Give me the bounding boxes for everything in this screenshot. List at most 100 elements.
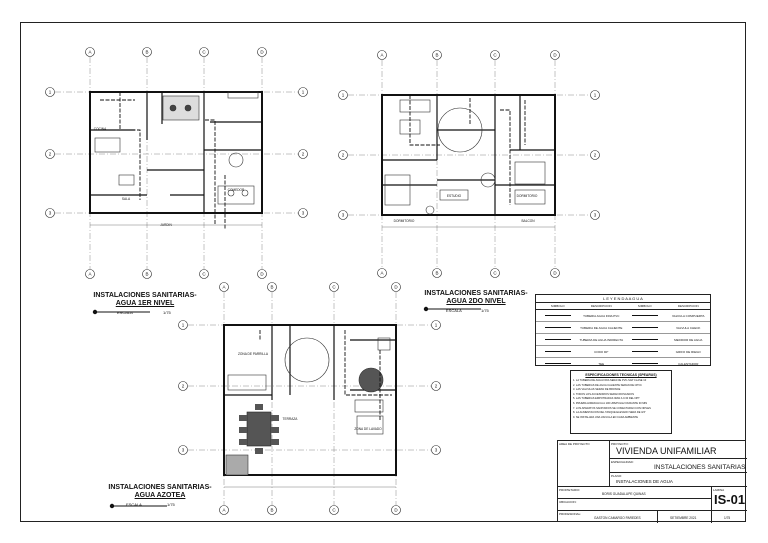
location-label: UBICACION:: [559, 500, 577, 504]
sheet-frame: [20, 22, 746, 522]
grid-number: 1: [49, 90, 52, 95]
legend-title: L E Y E N D A A G U A: [536, 295, 710, 303]
furniture: [354, 399, 384, 413]
room-label: ZONA DE LAVADO: [354, 427, 382, 431]
grid-bubble: [257, 269, 267, 279]
terrace-chair: [255, 404, 263, 410]
grid-letter: D: [553, 271, 557, 276]
furniture: [118, 174, 135, 186]
grid-letter: C: [332, 508, 336, 513]
room-label: COCINA: [94, 127, 107, 131]
water-pipe: [205, 119, 216, 225]
room-label: SALA: [122, 197, 131, 201]
grid-number: 2: [594, 153, 597, 158]
room-label: ESTUDIO: [447, 194, 462, 198]
furniture: [94, 137, 121, 153]
professional-label: PROFESIONAL:: [559, 512, 582, 516]
grid-letter: D: [553, 53, 557, 58]
legend-symbol: [536, 362, 580, 366]
logo-area: AREA DE PROYECTO: [558, 441, 610, 487]
legend-symbol: [536, 314, 580, 318]
grid-number: 1: [182, 323, 185, 328]
grid-number: 1: [342, 93, 345, 98]
grid-bubble: [45, 87, 55, 97]
scale-label-3: ESCALA: [126, 502, 142, 507]
specialty-name: INSTALACIONES SANITARIAS: [654, 464, 746, 471]
grid-number: 1: [594, 93, 597, 98]
grid-number: 3: [182, 448, 185, 453]
grid-bubble: [298, 208, 308, 218]
spec-line: 3. LAS VALVULAS SERAN DE BRONCE: [573, 388, 621, 392]
grid-bubble: [329, 282, 339, 292]
grid-bubble: [142, 269, 152, 279]
scale-bar-marker: [92, 309, 98, 315]
grid-bubble: [590, 210, 600, 220]
grid-bubble: [391, 505, 401, 515]
legend-description: VALVULA COMPUERTA: [671, 313, 705, 318]
fixture: [425, 205, 435, 215]
grid-number: 1: [302, 90, 305, 95]
water-pipe: [344, 330, 392, 396]
grid-letter: C: [493, 271, 497, 276]
plan-label: PLANO:: [611, 474, 623, 478]
specialty-label: ESPECIALIDAD:: [611, 460, 634, 464]
sheet-scale: 1/75: [724, 516, 731, 520]
grid-letter: C: [493, 53, 497, 58]
legend-description: MEDIDOR DE AGUA: [674, 337, 703, 342]
specialty-cell: ESPECIALIDAD: INSTALACIONES SANITARIAS: [610, 459, 747, 473]
grid-letter: A: [380, 53, 383, 58]
grid-bubble: [45, 149, 55, 159]
furniture: [227, 374, 267, 391]
exterior-wall: [89, 91, 263, 214]
exterior-wall: [223, 324, 397, 476]
room-label: COMEDOR: [228, 188, 245, 192]
legend-row: CODO 90°GRIFO DE RIEGO: [536, 346, 710, 358]
grid-number: 2: [342, 153, 345, 158]
grid-bubble: [45, 208, 55, 218]
legend-symbol: [623, 326, 667, 330]
furniture: [217, 185, 255, 205]
grid-bubble: [432, 268, 442, 278]
project-label: PROYECTO:: [611, 442, 629, 446]
grid-bubble: [85, 269, 95, 279]
legend-table: L E Y E N D A A G U A SIMBOLO DESCRIPCIO…: [535, 294, 711, 366]
grid-bubble: [267, 505, 277, 515]
project-cell: PROYECTO: VIVIENDA UNIFAMILIAR: [610, 441, 747, 459]
grid-bubble: [329, 505, 339, 515]
fixture: [169, 104, 177, 112]
legend-symbol: [536, 326, 580, 330]
grid-bubble: [550, 50, 560, 60]
legend-description: CALENTADOR: [678, 361, 699, 366]
grid-number: 2: [302, 152, 305, 157]
spec-line: 8. LA ALIMENTACION DEL TANQUE ELEVADO SE…: [573, 411, 646, 415]
grid-bubble: [590, 90, 600, 100]
water-pipe: [500, 109, 511, 205]
terrace-chair: [271, 415, 279, 421]
legend-description: VALVULA CHECK: [676, 325, 701, 330]
professional-cell: PROFESIONAL: GASTON CAMARGO PAREDES: [558, 511, 658, 523]
plan-title-azotea: INSTALACIONES SANITARIAS- AGUA AZOTEA: [108, 484, 212, 499]
furniture: [356, 415, 384, 435]
terrace-chair: [271, 439, 279, 445]
grid-number: 2: [49, 152, 52, 157]
specs-title: ESPECIFICACIONES TECNICAS (SPEARUS): [585, 373, 657, 377]
grid-bubble: [338, 210, 348, 220]
grid-number: 3: [435, 448, 438, 453]
fixture: [228, 152, 244, 168]
grid-letter: C: [202, 272, 206, 277]
grid-bubble: [219, 505, 229, 515]
grid-bubble: [257, 47, 267, 57]
grid-letter: A: [88, 50, 91, 55]
terrace-chair: [255, 448, 263, 454]
grid-letter: B: [145, 272, 148, 277]
spec-line: 1. LA TUBERIA DE AGUA FRIA SERA DE PVC-S…: [573, 379, 647, 382]
legend-description: TUBERIA DE AGUA CALIENTE: [580, 325, 623, 330]
scale-value-3: 1/75: [167, 502, 175, 507]
grid-letter: B: [270, 285, 273, 290]
owner-name: BORIS GUADALUPE QUINAS: [602, 492, 646, 496]
grid-bubble: [550, 268, 560, 278]
scale-value-1: 1/75: [163, 310, 171, 315]
